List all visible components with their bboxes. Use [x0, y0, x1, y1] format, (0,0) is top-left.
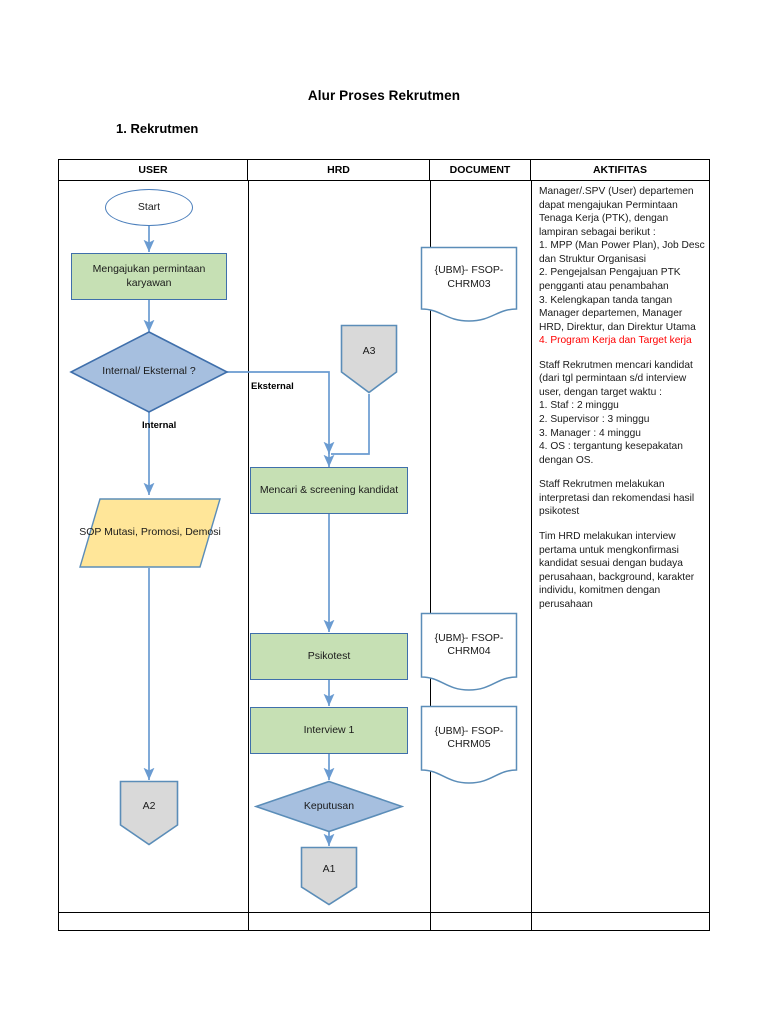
doc-chrm05-label: {UBM}- FSOP- CHRM05 — [434, 724, 504, 750]
node-interview-1[interactable]: Interview 1 — [250, 707, 408, 754]
column-divider-3 — [531, 181, 532, 912]
aktifitas-column: Manager/.SPV (User) departemen dapat men… — [533, 182, 709, 611]
node-internal-eksternal-label: Internal/ Eksternal ? — [102, 365, 196, 378]
edge-label-eksternal: Eksternal — [251, 381, 294, 392]
aktifitas-block-2: Staff Rekrutmen mencari kandidat (dari t… — [539, 359, 693, 466]
column-header-document: DOCUMENT — [430, 160, 531, 180]
column-divider-2 — [430, 181, 431, 912]
column-divider-1 — [248, 181, 249, 912]
node-keputusan-decision[interactable]: Keputusan — [254, 780, 404, 833]
section-title: 1. Rekrutmen — [116, 121, 199, 136]
aktifitas-block-1-red: 4. Program Kerja dan Target kerja — [539, 335, 692, 347]
aktifitas-block-4: Tim HRD melakukan interview pertama untu… — [539, 530, 695, 610]
edge-label-internal: Internal — [142, 420, 177, 431]
node-mencari-screening-kandidat[interactable]: Mencari & screening kandidat — [250, 467, 408, 514]
aktifitas-spacer-2 — [539, 467, 705, 478]
node-a2-connector[interactable]: A2 — [119, 780, 179, 846]
doc-chrm04-label: {UBM}- FSOP- CHRM04 — [434, 631, 504, 657]
node-keputusan-label: Keputusan — [303, 799, 355, 812]
doc-ubm-fsop-chrm03[interactable]: {UBM}- FSOP- CHRM03 — [420, 246, 518, 323]
node-mengajukan-permintaan-karyawan[interactable]: Mengajukan permintaan karyawan — [71, 253, 227, 300]
table-header-row: USER HRD DOCUMENT AKTIFITAS — [59, 160, 709, 181]
node-sop-label: SOP Mutasi, Promosi, Demosi — [79, 526, 221, 539]
node-a1-connector[interactable]: A1 — [300, 846, 358, 906]
aktifitas-spacer-3 — [539, 519, 705, 530]
node-a3-label: A3 — [362, 345, 376, 358]
aktifitas-block-1: Manager/.SPV (User) departemen dapat men… — [539, 186, 705, 333]
page-title: Alur Proses Rekrutmen — [307, 88, 461, 103]
doc-ubm-fsop-chrm04[interactable]: {UBM}- FSOP- CHRM04 — [420, 612, 518, 692]
column-header-aktifitas: AKTIFITAS — [592, 164, 648, 176]
node-a1-label: A1 — [322, 863, 336, 876]
node-sop-mutasi-promosi-demosi[interactable]: SOP Mutasi, Promosi, Demosi — [79, 497, 221, 569]
doc-chrm03-label: {UBM}- FSOP- CHRM03 — [434, 264, 504, 290]
bottom-divider-1 — [248, 912, 249, 930]
node-start[interactable]: Start — [105, 189, 193, 226]
bottom-divider-3 — [531, 912, 532, 930]
column-header-hrd: HRD — [248, 160, 430, 180]
node-a2-label: A2 — [142, 799, 156, 812]
aktifitas-spacer-1 — [539, 348, 705, 359]
aktifitas-block-3: Staff Rekrutmen melakukan interpretasi d… — [539, 479, 695, 518]
column-header-user: USER — [59, 160, 248, 180]
flowchart-table: USER HRD DOCUMENT AKTIFITAS — [58, 159, 710, 931]
node-internal-eksternal-decision[interactable]: Internal/ Eksternal ? — [69, 330, 229, 414]
node-a3-connector[interactable]: A3 — [340, 324, 398, 394]
bottom-divider-2 — [430, 912, 431, 930]
bottom-row-divider — [59, 912, 709, 913]
doc-ubm-fsop-chrm05[interactable]: {UBM}- FSOP- CHRM05 — [420, 705, 518, 785]
node-psikotest[interactable]: Psikotest — [250, 633, 408, 680]
